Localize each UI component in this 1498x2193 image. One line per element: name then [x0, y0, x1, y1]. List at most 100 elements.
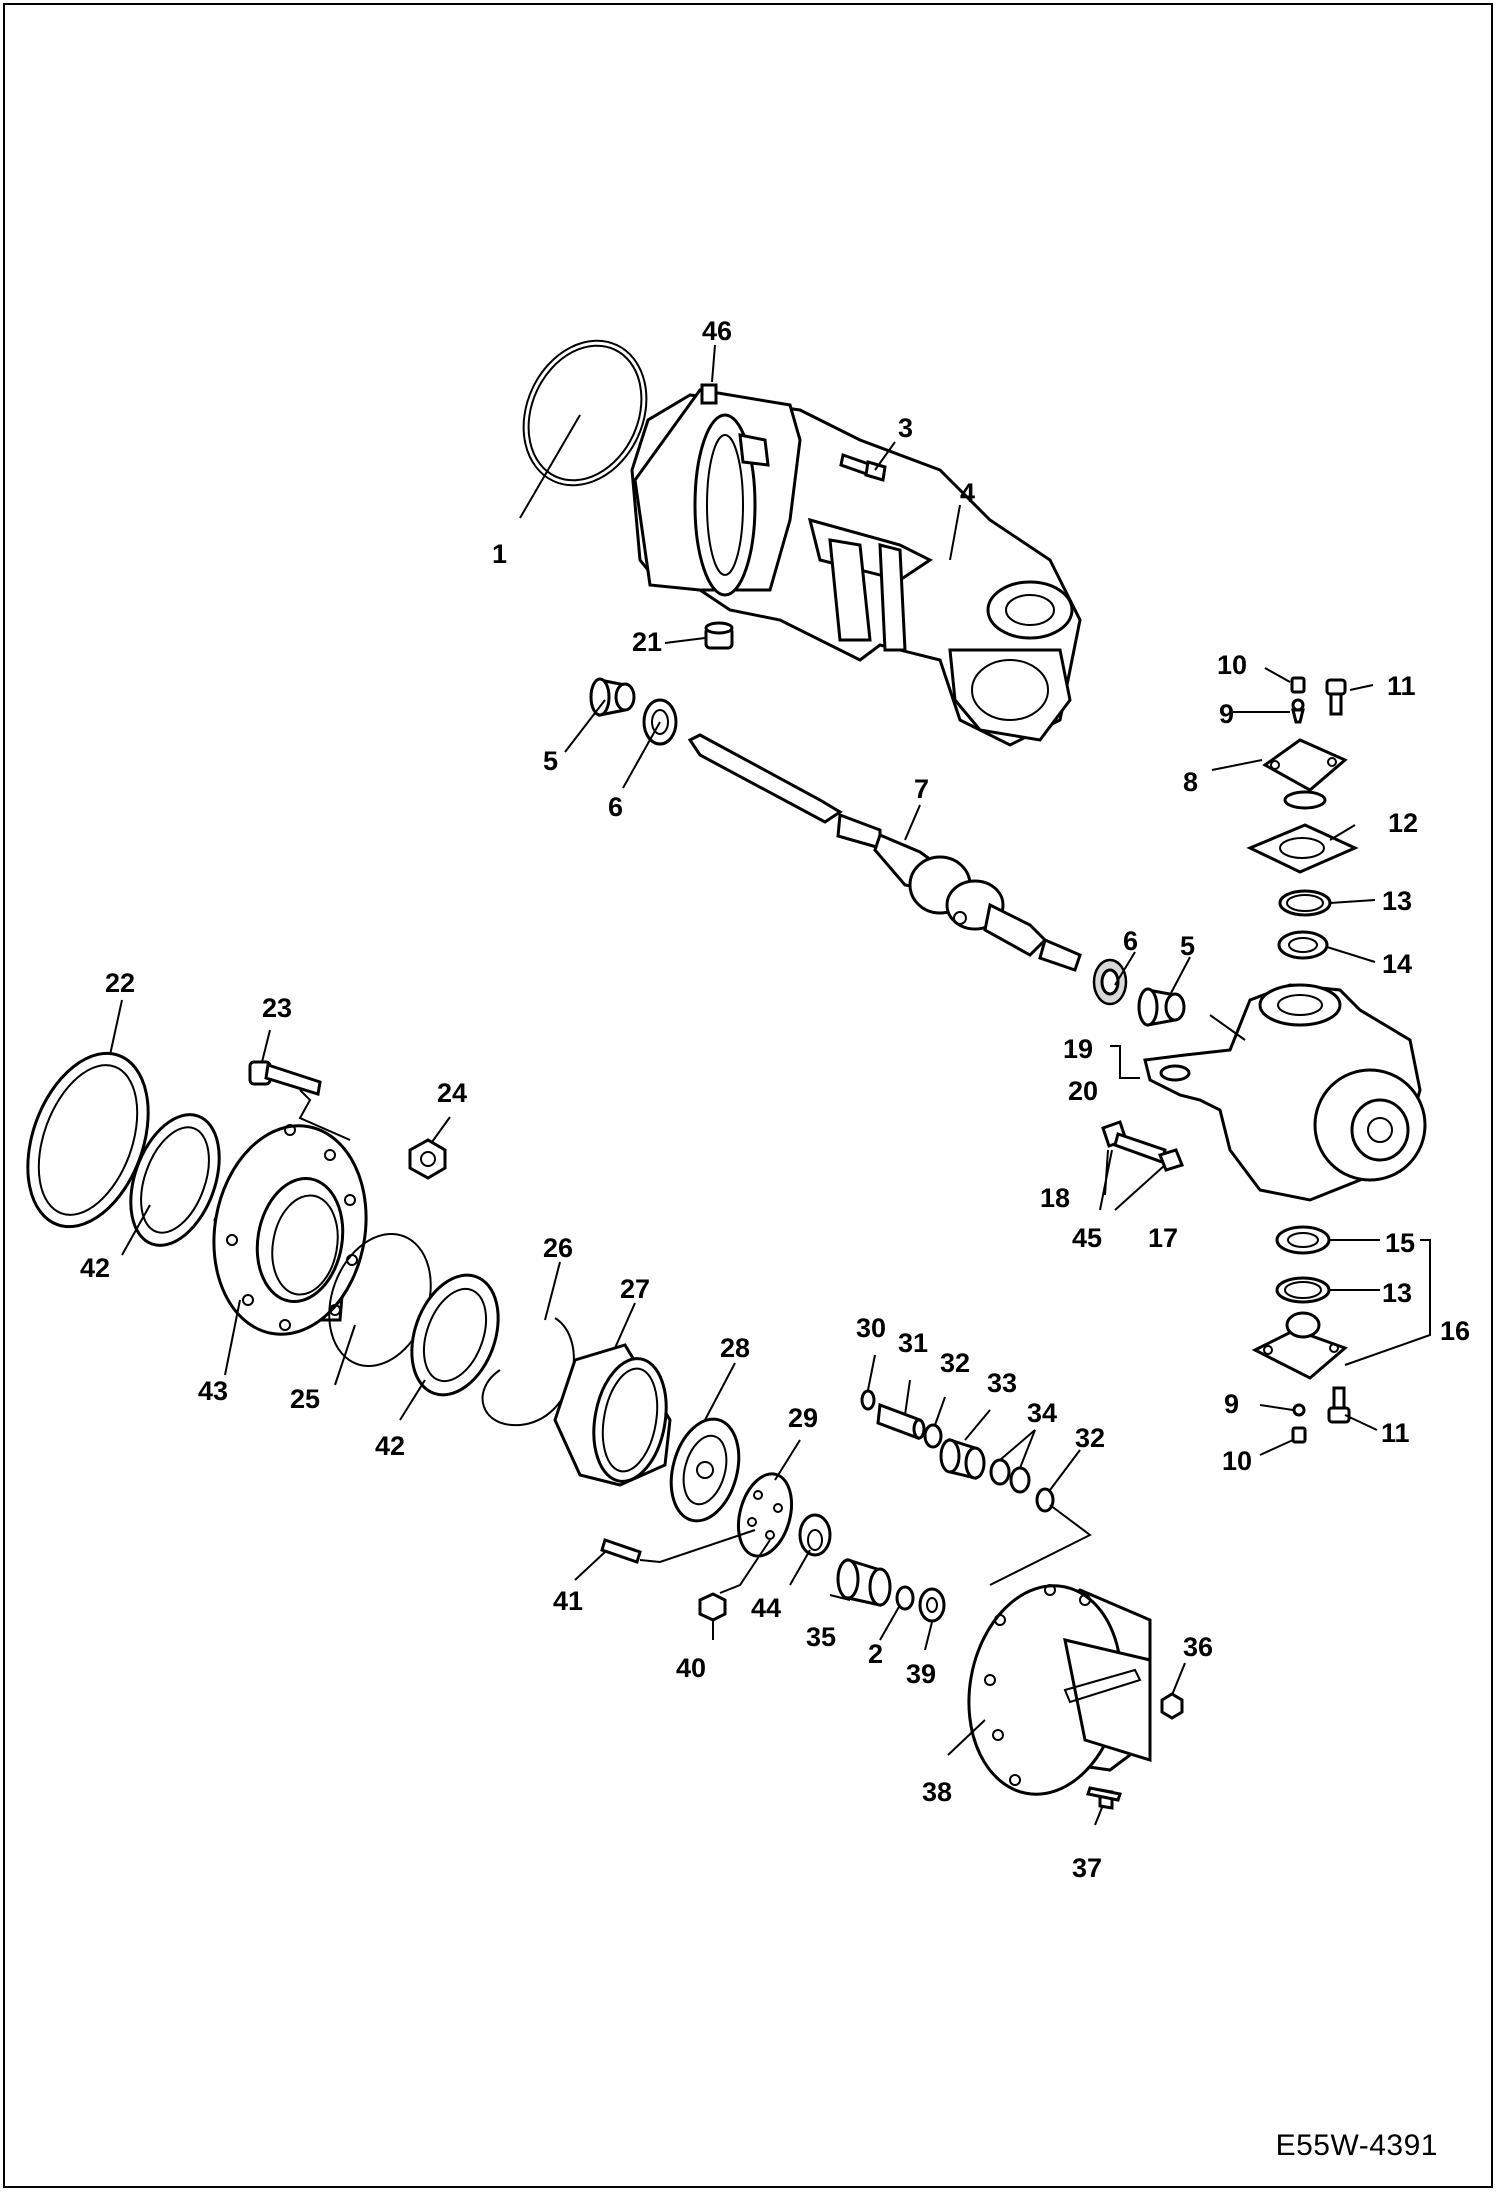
- callout: 2: [868, 1639, 883, 1669]
- needle-bearing: [989, 1458, 1031, 1494]
- callout: 11: [1387, 671, 1416, 701]
- callout: 16: [1440, 1316, 1470, 1346]
- callout: 34: [1027, 1398, 1057, 1428]
- callout: 14: [1382, 949, 1412, 979]
- cover-screw: [1086, 1786, 1122, 1810]
- carrier-nut: [698, 1592, 727, 1622]
- planet-carrier-gear: [669, 1417, 741, 1523]
- upper-seal-13: [1278, 889, 1332, 917]
- callout: 10: [1217, 650, 1247, 680]
- drain-plug: [704, 621, 734, 650]
- callout: 45: [1072, 1223, 1102, 1253]
- housing-o-ring: [522, 339, 648, 487]
- steering-knuckle: [1143, 983, 1427, 1202]
- callout: 31: [898, 1328, 928, 1358]
- callout: 24: [437, 1078, 467, 1108]
- fill-plug: [1160, 1692, 1184, 1720]
- callout: 3: [898, 413, 913, 443]
- callout: 42: [375, 1431, 405, 1461]
- callout: 32: [940, 1348, 970, 1378]
- diagram-frame: [3, 3, 1493, 2188]
- planet-washer-32: [923, 1423, 943, 1449]
- hub-bearing-inner: [410, 1273, 500, 1397]
- callout: 39: [906, 1659, 936, 1689]
- cap-screw-bottom: [1327, 1386, 1351, 1424]
- hub-cover: [967, 1584, 1152, 1796]
- callout-labels: 1 2 3 4 5 5 6 6 7 8 9 9 10 10 11 11 12 1…: [80, 316, 1470, 1883]
- callout: 25: [290, 1384, 320, 1414]
- callout: 36: [1183, 1632, 1213, 1662]
- callout: 9: [1224, 1389, 1239, 1419]
- callout: 9: [1219, 699, 1234, 729]
- axle-shaft: [687, 733, 1082, 972]
- grease-fitting-bottom: [1291, 1403, 1307, 1444]
- planet-pin: [860, 1389, 926, 1441]
- upper-kingpin-cap: [1262, 738, 1348, 810]
- callout: 6: [608, 792, 623, 822]
- callout: 44: [751, 1593, 781, 1623]
- upper-bearing-14: [1277, 930, 1329, 960]
- callout: 7: [914, 774, 929, 804]
- callout: 35: [806, 1622, 836, 1652]
- wheel-nut: [408, 1138, 447, 1180]
- bushing-left: [589, 677, 636, 717]
- callout: 5: [543, 746, 558, 776]
- figure-reference-id: E55W-4391: [1275, 2129, 1438, 2162]
- callout: 18: [1040, 1183, 1070, 1213]
- wheel-hub: [212, 1124, 368, 1336]
- callout: 20: [1068, 1076, 1098, 1106]
- callout: 11: [1381, 1418, 1410, 1448]
- callout: 22: [105, 968, 135, 998]
- stop-bolt: [1101, 1120, 1167, 1164]
- callout: 15: [1385, 1228, 1415, 1258]
- callout: 32: [1075, 1423, 1105, 1453]
- lower-kingpin-cap: [1251, 1311, 1348, 1380]
- callout: 17: [1148, 1223, 1178, 1253]
- planet-washer-32b: [1035, 1487, 1055, 1513]
- sun-gear: [836, 1557, 892, 1607]
- callout: 21: [632, 627, 662, 657]
- axle-housing: [630, 383, 1082, 747]
- bushing-right: [1137, 987, 1186, 1027]
- callout: 19: [1063, 1034, 1093, 1064]
- snap-ring: [481, 1317, 575, 1427]
- grease-fitting-top: [1290, 676, 1306, 724]
- callout: 30: [856, 1313, 886, 1343]
- callout: 12: [1388, 808, 1418, 838]
- planet-gear: [939, 1437, 986, 1480]
- thrust-washer-44: [798, 1513, 832, 1557]
- thrust-washer-39: [918, 1587, 946, 1623]
- callout: 40: [676, 1653, 706, 1683]
- callout: 6: [1123, 926, 1138, 956]
- callout: 42: [80, 1253, 110, 1283]
- callout: 33: [987, 1368, 1017, 1398]
- wheel-stud: [248, 1060, 322, 1096]
- callout: 23: [262, 993, 292, 1023]
- carrier-plate: [737, 1472, 793, 1558]
- callout: 4: [960, 478, 975, 508]
- callout: 13: [1382, 886, 1412, 916]
- leader-lines: [109, 344, 1431, 1826]
- hub-bearing-outer: [129, 1113, 221, 1247]
- callout: 13: [1382, 1278, 1412, 1308]
- callout: 38: [922, 1777, 952, 1807]
- shim: [1246, 823, 1359, 874]
- callout: 27: [620, 1274, 650, 1304]
- callout: 26: [543, 1233, 573, 1263]
- lower-bearing-15: [1275, 1225, 1331, 1255]
- callout: 5: [1180, 931, 1195, 961]
- callout: 8: [1183, 767, 1198, 797]
- callout: 29: [788, 1403, 818, 1433]
- callout: 43: [198, 1376, 228, 1406]
- callout: 10: [1222, 1446, 1252, 1476]
- lower-seal-13: [1275, 1276, 1331, 1304]
- callout: 41: [553, 1586, 583, 1616]
- carrier-stud: [600, 1538, 642, 1564]
- callout: 1: [492, 539, 507, 569]
- callout: 46: [702, 316, 732, 346]
- seal-right: [1092, 958, 1128, 1006]
- cap-screw-top: [1325, 678, 1347, 716]
- ring-gear: [553, 1343, 672, 1487]
